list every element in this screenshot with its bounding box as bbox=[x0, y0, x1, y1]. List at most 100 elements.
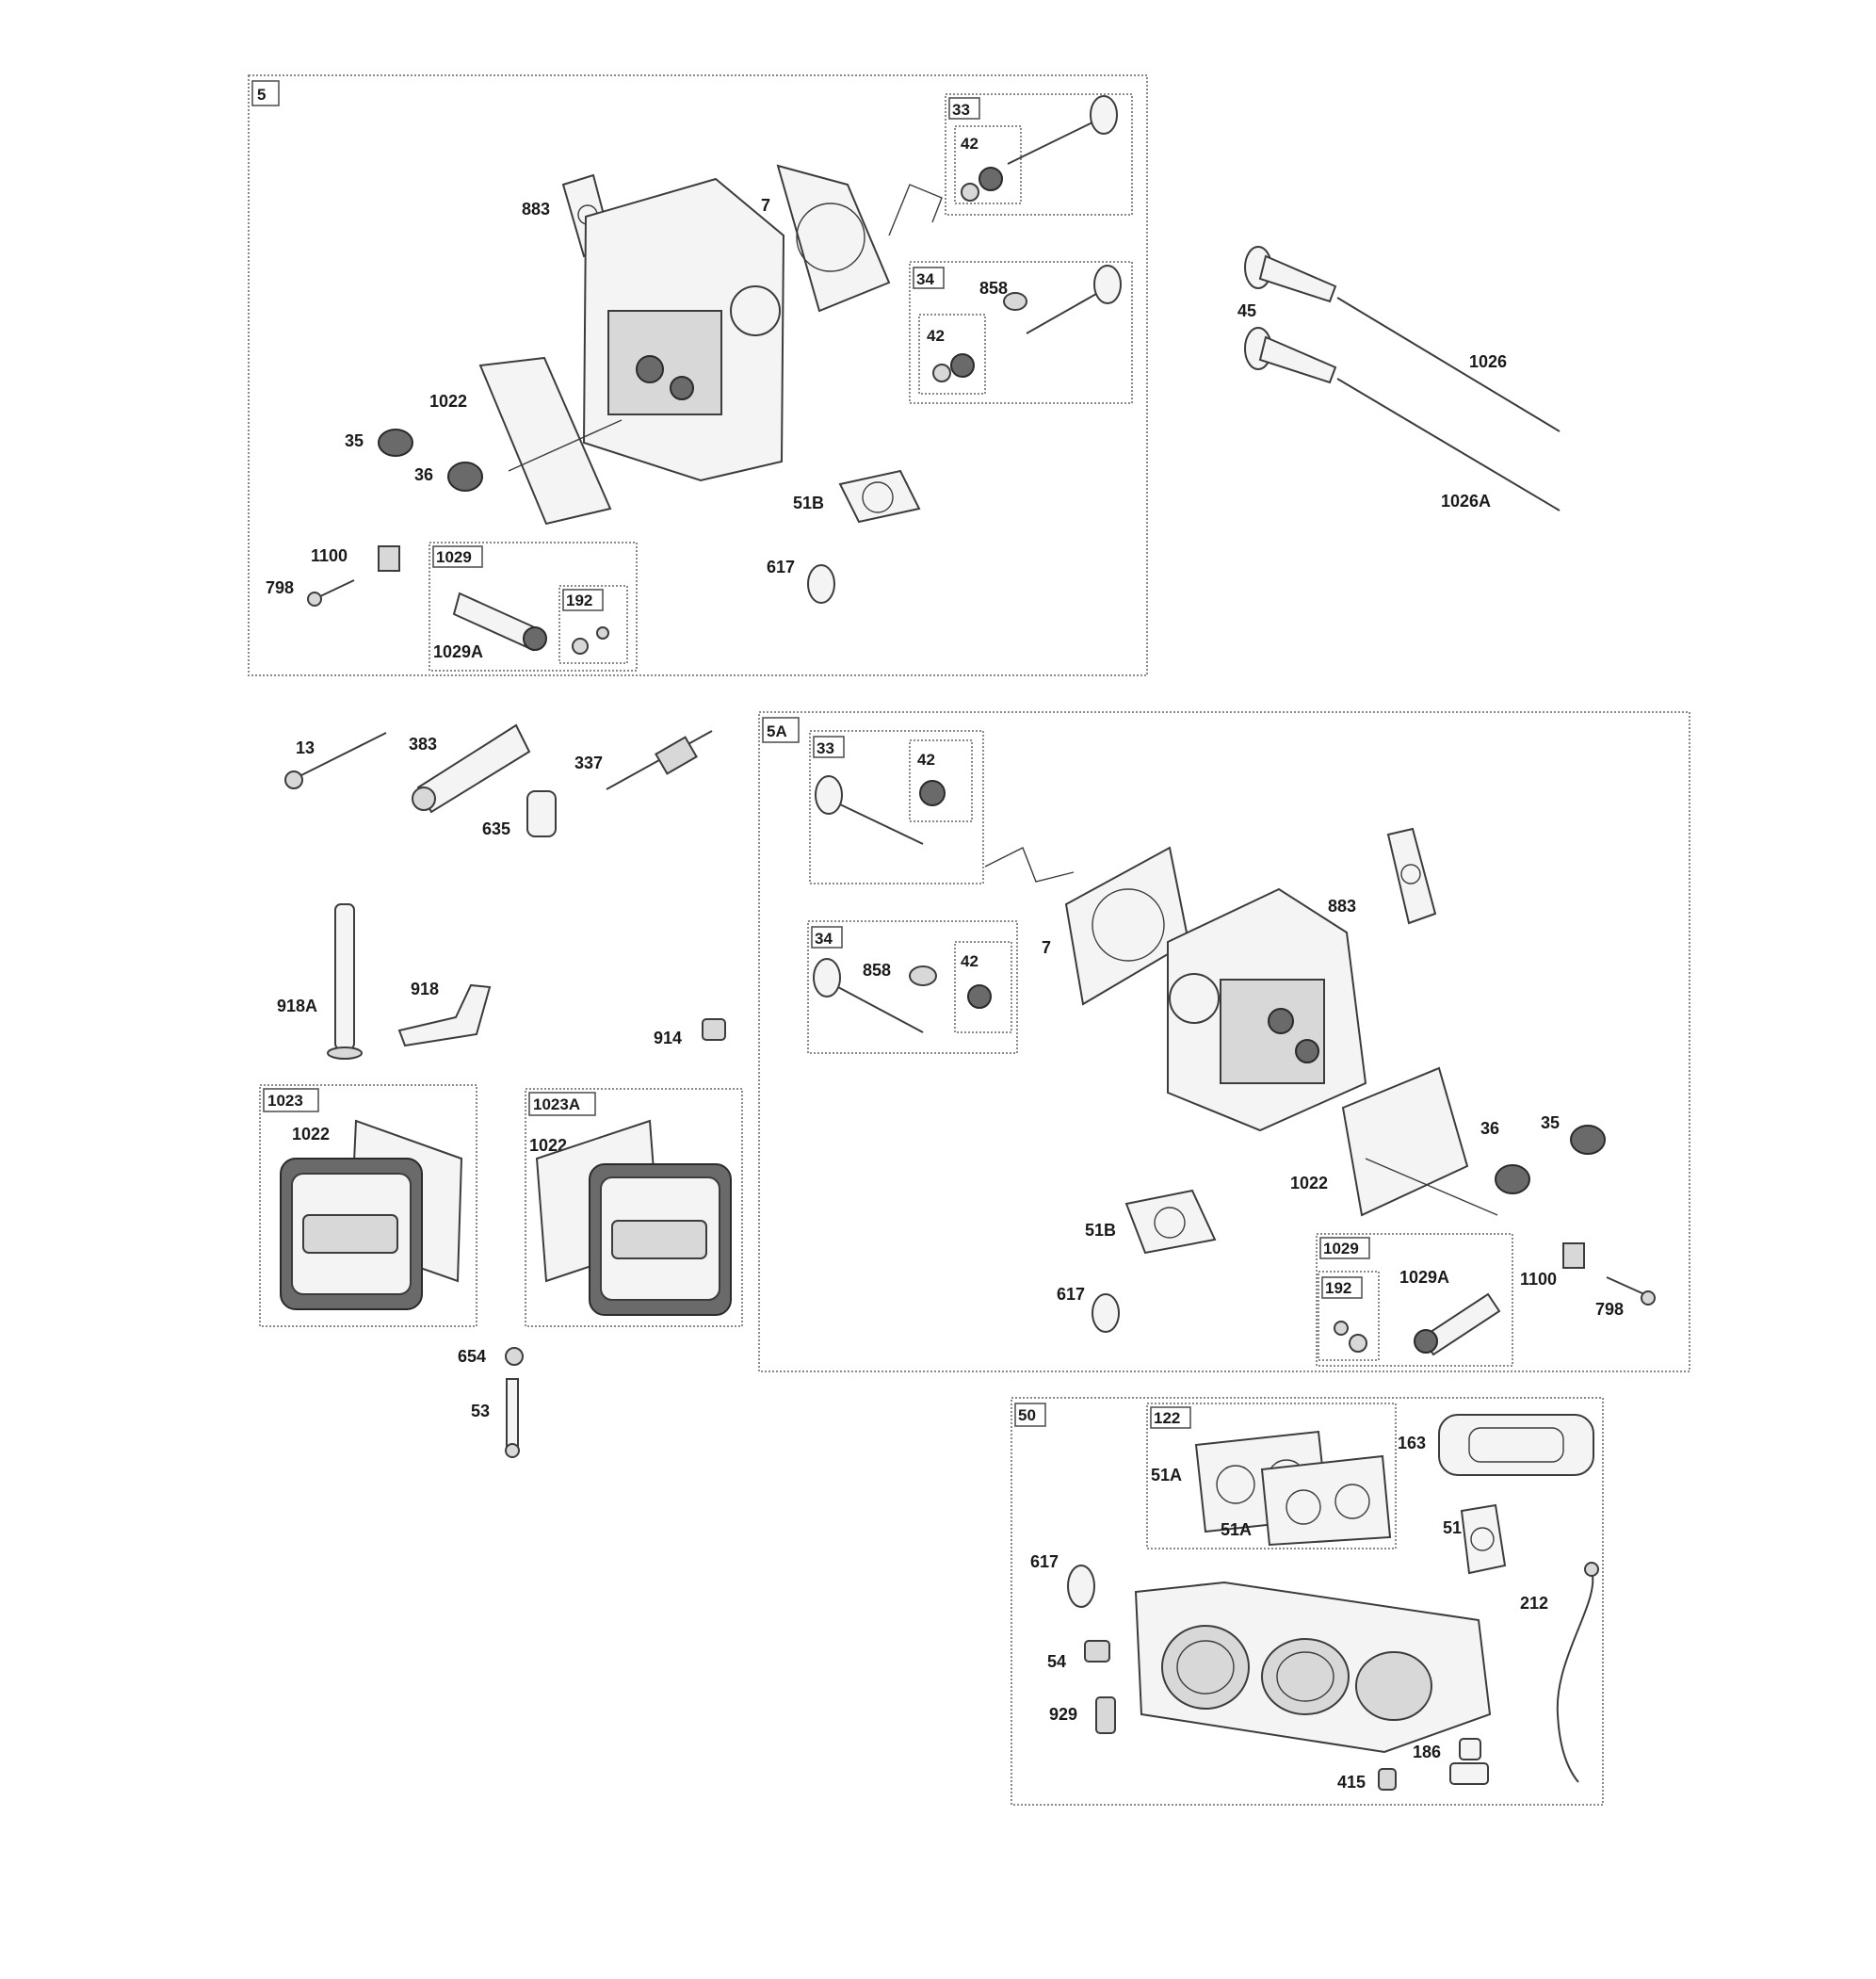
group-42b-tag: 42 bbox=[927, 327, 945, 345]
o-ring-50 bbox=[1067, 1565, 1095, 1608]
label-51a-1: 51A bbox=[1151, 1466, 1182, 1484]
valve-retainer bbox=[961, 183, 979, 202]
push-rod-1026a bbox=[1336, 378, 1561, 511]
label-914: 914 bbox=[654, 1029, 682, 1047]
group-34b-frame bbox=[807, 920, 1018, 1054]
group-5-tag-box bbox=[251, 80, 280, 106]
valley-gasket-163 bbox=[1438, 1414, 1594, 1476]
group-192-tag: 192 bbox=[566, 592, 592, 609]
stud-53 bbox=[506, 1378, 519, 1452]
label-36: 36 bbox=[414, 465, 433, 484]
label-1022: 1022 bbox=[429, 392, 467, 411]
group-1023-frame bbox=[259, 1084, 477, 1327]
group-50: 50 122 51A 51A 163 51 212 617 bbox=[1011, 1397, 1604, 1806]
exhaust-gasket bbox=[838, 469, 921, 524]
group-34-frame bbox=[909, 261, 1133, 404]
rocker-gasket-5a bbox=[1341, 1066, 1469, 1217]
push-rods: 45 1026 1026A bbox=[1237, 246, 1561, 511]
label-858: 858 bbox=[979, 279, 1008, 298]
label-798: 798 bbox=[266, 578, 294, 597]
group-5-frame bbox=[248, 74, 1148, 676]
dipstick-tube-918a bbox=[334, 903, 355, 1050]
elbow-918 bbox=[397, 983, 492, 1047]
group-1023-tag: 1023 bbox=[267, 1092, 303, 1110]
label-383: 383 bbox=[409, 735, 437, 754]
valve-stem-2 bbox=[1026, 293, 1097, 334]
label-212: 212 bbox=[1520, 1594, 1548, 1613]
label-186: 186 bbox=[1413, 1743, 1441, 1761]
label-415: 415 bbox=[1337, 1773, 1366, 1792]
plug-415 bbox=[1378, 1768, 1397, 1791]
label-51: 51 bbox=[1443, 1518, 1462, 1537]
valve-seal bbox=[1003, 292, 1027, 311]
breather-gasket-b bbox=[1260, 1454, 1392, 1547]
group-1029b-frame bbox=[1316, 1233, 1513, 1367]
screw-914 bbox=[702, 1018, 726, 1041]
label-7-5a: 7 bbox=[1042, 938, 1051, 957]
group-1029-frame bbox=[429, 542, 638, 672]
label-51a-2: 51A bbox=[1221, 1520, 1252, 1539]
valve-spring bbox=[978, 167, 1003, 191]
rocker-gasket bbox=[478, 356, 612, 526]
label-163: 163 bbox=[1398, 1434, 1426, 1452]
label-1022-cover: 1022 bbox=[292, 1125, 330, 1144]
callout-line bbox=[888, 184, 943, 236]
label-51b: 51B bbox=[793, 494, 824, 512]
rocker-guide bbox=[378, 545, 400, 572]
intake-gasket-5a bbox=[1386, 827, 1437, 925]
label-918a: 918A bbox=[277, 997, 317, 1015]
label-51b-5a: 51B bbox=[1085, 1221, 1116, 1240]
group-122-tag: 122 bbox=[1154, 1409, 1180, 1427]
rocker-35 bbox=[378, 429, 413, 457]
rocker-36 bbox=[447, 462, 483, 492]
breather-tube-212 bbox=[1556, 1570, 1594, 1783]
o-ring-5a bbox=[1092, 1293, 1120, 1333]
group-1023a-tag: 1023A bbox=[533, 1095, 580, 1113]
group-50-frame bbox=[1011, 1397, 1604, 1806]
rocker-36-5a bbox=[1495, 1164, 1530, 1194]
label-1100-5a: 1100 bbox=[1520, 1270, 1557, 1289]
group-33b-tag: 33 bbox=[817, 739, 834, 757]
group-192-frame bbox=[558, 585, 628, 664]
screw-929 bbox=[1095, 1696, 1116, 1734]
bolt-13 bbox=[295, 732, 387, 779]
o-ring bbox=[807, 564, 835, 604]
label-617-50: 617 bbox=[1030, 1552, 1059, 1571]
group-1029b-tag: 1029 bbox=[1323, 1240, 1359, 1257]
label-883-5a: 883 bbox=[1328, 897, 1356, 916]
exhaust-gasket-5a bbox=[1124, 1189, 1217, 1255]
label-53: 53 bbox=[471, 1402, 490, 1420]
group-192b-tag: 192 bbox=[1325, 1279, 1351, 1297]
valve-stem bbox=[1007, 122, 1093, 165]
group-42c-frame bbox=[909, 739, 973, 822]
group-42d-tag: 42 bbox=[961, 952, 978, 970]
group-33-tag: 33 bbox=[952, 101, 970, 119]
group-5: 5 33 42 34 42 858 883 7 bbox=[248, 74, 1148, 676]
group-33-frame bbox=[945, 93, 1133, 216]
label-798-5a: 798 bbox=[1595, 1300, 1624, 1319]
group-192b-frame bbox=[1318, 1271, 1380, 1361]
valve-retainer-2 bbox=[932, 364, 951, 382]
loose-parts: 13 383 337 635 918A 918 914 1023 1022 10… bbox=[259, 723, 743, 1458]
label-7: 7 bbox=[761, 196, 770, 215]
label-1026a: 1026A bbox=[1441, 492, 1491, 511]
group-50-tag: 50 bbox=[1018, 1406, 1036, 1424]
screw-54 bbox=[1084, 1640, 1110, 1663]
push-rod-1026 bbox=[1336, 297, 1561, 432]
label-635: 635 bbox=[482, 819, 510, 838]
label-617-5a: 617 bbox=[1057, 1285, 1085, 1304]
group-34-tag: 34 bbox=[916, 270, 934, 288]
cylinder-head-rocker-area bbox=[607, 310, 722, 415]
fitting-186 bbox=[1459, 1738, 1481, 1760]
group-5a: 5A 33 42 34 42 858 7 883 bbox=[758, 711, 1690, 1372]
label-1026: 1026 bbox=[1469, 352, 1507, 371]
group-42b-frame bbox=[918, 314, 986, 395]
label-54: 54 bbox=[1047, 1652, 1066, 1671]
label-1022-5a: 1022 bbox=[1290, 1174, 1328, 1192]
label-13: 13 bbox=[296, 738, 315, 757]
label-36-5a: 36 bbox=[1480, 1119, 1499, 1138]
label-918: 918 bbox=[411, 980, 439, 998]
gasket-51 bbox=[1460, 1503, 1507, 1575]
